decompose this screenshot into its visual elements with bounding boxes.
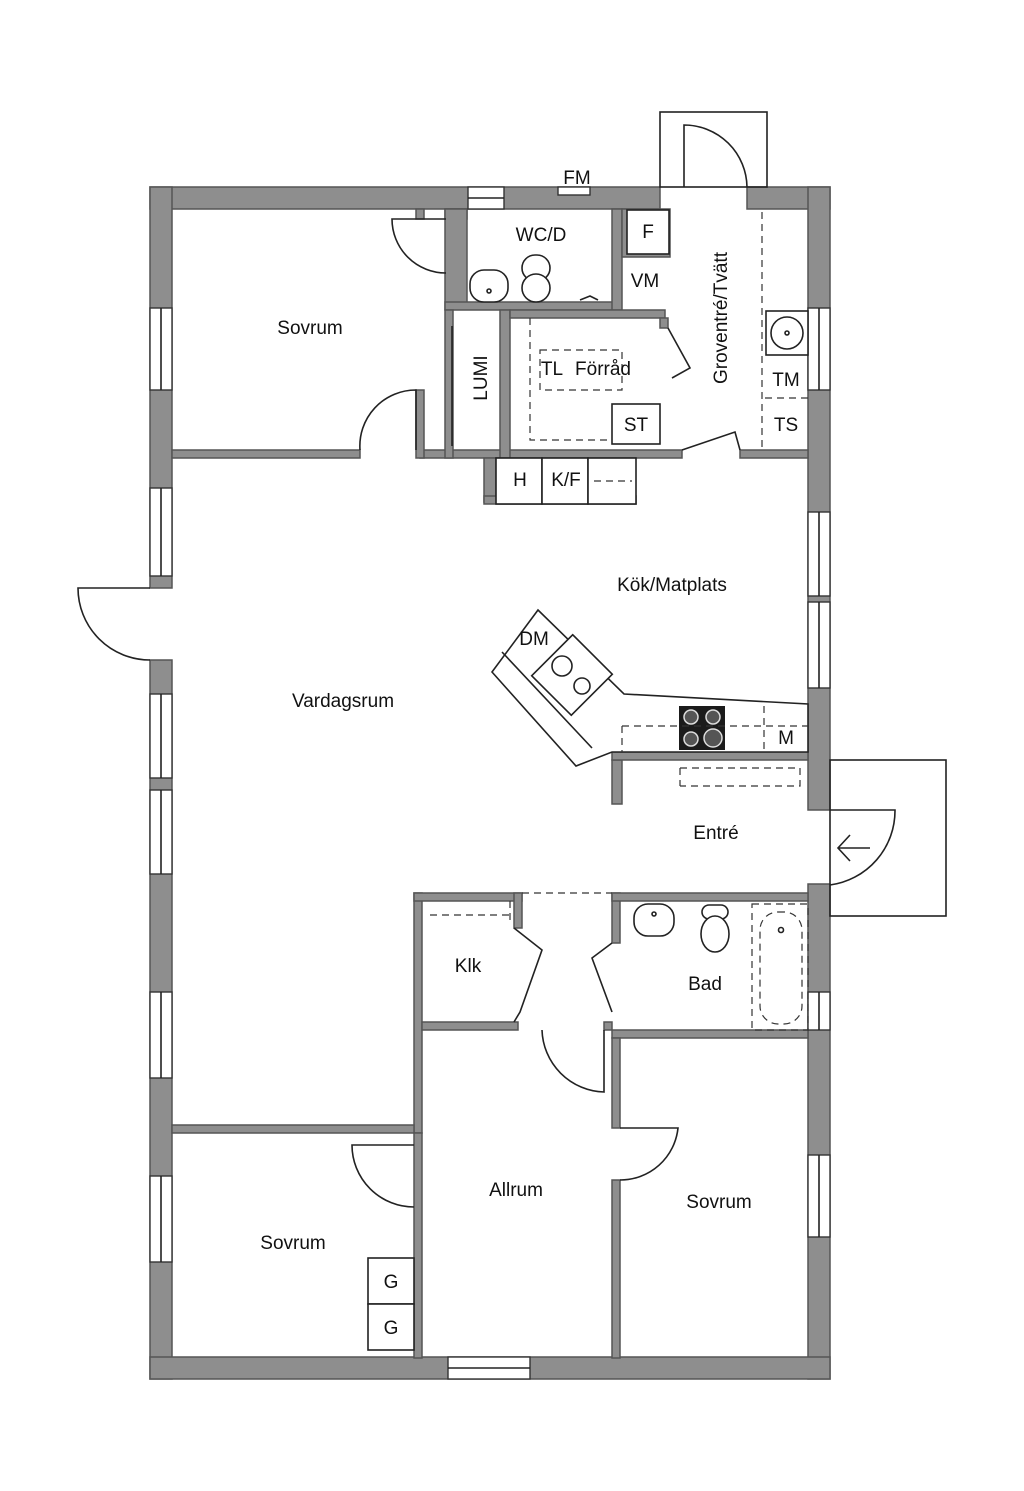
- label-f: F: [642, 222, 654, 243]
- label-kok: Kök/Matplats: [617, 575, 727, 596]
- windows: [149, 186, 831, 1380]
- label-vm: VM: [631, 271, 660, 292]
- label-entre: Entré: [693, 823, 738, 844]
- doors: [77, 111, 947, 1208]
- label-sovrum-nw: Sovrum: [277, 318, 342, 339]
- label-kf: K/F: [551, 470, 581, 491]
- label-vardagsrum: Vardagsrum: [292, 691, 394, 712]
- label-fm: FM: [563, 168, 590, 189]
- label-sovrum-se: Sovrum: [686, 1192, 751, 1213]
- label-allrum: Allrum: [489, 1180, 543, 1201]
- label-forrad: Förråd: [575, 359, 631, 380]
- label-wc: WC/D: [516, 225, 567, 246]
- label-lumi: LUMI: [471, 355, 492, 400]
- label-sovrum-sw: Sovrum: [260, 1233, 325, 1254]
- label-groventre: Groventré/Tvätt: [711, 251, 732, 384]
- label-h: H: [513, 470, 527, 491]
- label-ts: TS: [774, 415, 798, 436]
- label-st: ST: [624, 415, 649, 436]
- label-g1: G: [384, 1272, 399, 1293]
- fixtures: [367, 212, 809, 1351]
- label-tm: TM: [772, 370, 799, 391]
- label-tl: TL: [541, 359, 563, 380]
- label-dm: DM: [519, 629, 549, 650]
- label-bad: Bad: [688, 974, 722, 995]
- room-labels: Sovrum WC/D FM F VM Groventré/Tvätt LUMI…: [260, 168, 799, 1339]
- label-m: M: [778, 728, 794, 749]
- label-g2: G: [384, 1318, 399, 1339]
- label-klk: Klk: [455, 956, 482, 977]
